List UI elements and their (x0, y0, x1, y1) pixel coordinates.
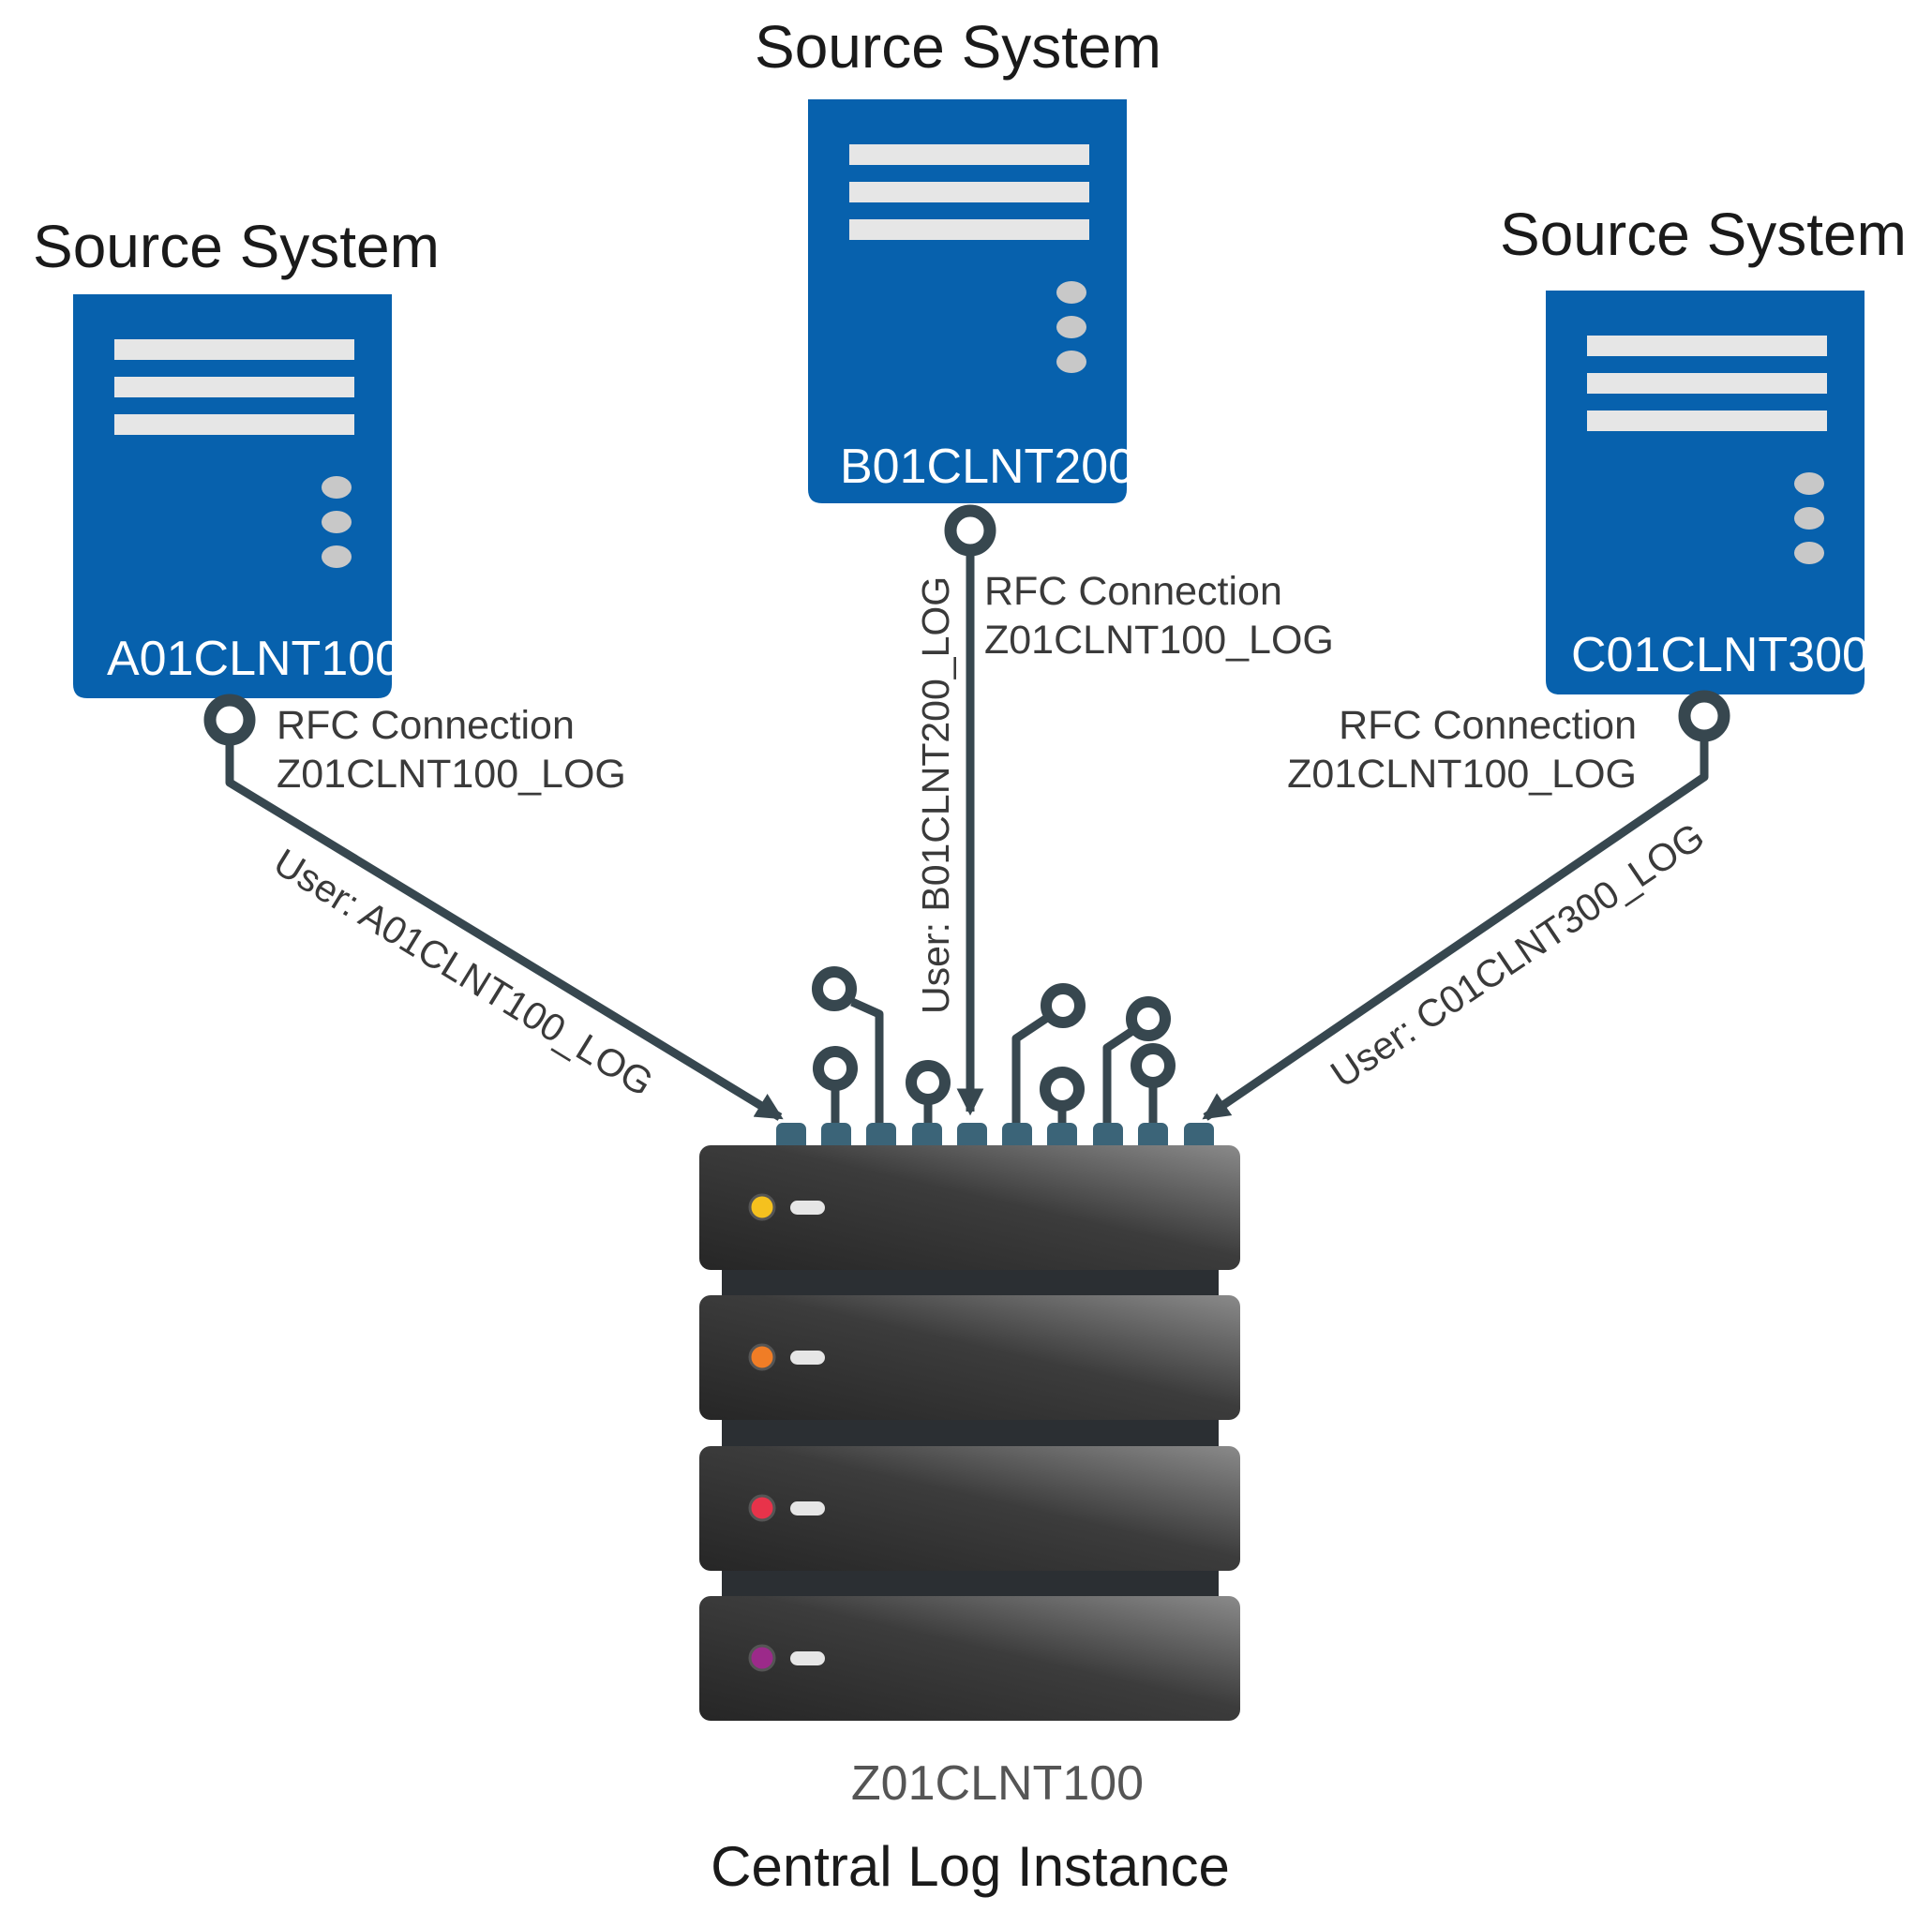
server-slot (114, 377, 354, 397)
rfc-connection-a-label: RFC Connection (277, 703, 575, 748)
source-server-b: B01CLNT200 (808, 99, 1135, 503)
source-server-c: C01CLNT300 (1546, 291, 1869, 694)
server-led (1056, 316, 1086, 338)
server-led (1794, 472, 1824, 495)
source-system-b-title: Source System (755, 13, 1161, 81)
server-led (1794, 507, 1824, 530)
wire-tip-icon (813, 1046, 858, 1091)
rack-led-icon (748, 1193, 776, 1221)
source-system-c-title: Source System (1500, 201, 1907, 268)
rack-indicator (790, 1501, 825, 1515)
source-server-c-label: C01CLNT300 (1571, 628, 1869, 682)
rack-indicator (790, 1201, 825, 1215)
rack-led-icon (748, 1644, 776, 1672)
rack-indicator (790, 1651, 825, 1665)
rack-led-icon (748, 1494, 776, 1522)
wire (1102, 1027, 1135, 1125)
server-led (1056, 281, 1086, 304)
server-slot (1587, 373, 1827, 394)
server-slot (849, 219, 1089, 240)
central-server-client: Z01CLNT100 (851, 1756, 1144, 1811)
rfc-connection-b-label: RFC Connection (984, 569, 1282, 614)
source-server-a-label: A01CLNT100 (107, 632, 402, 686)
server-led (322, 476, 352, 499)
server-slot (849, 182, 1089, 202)
central-log-instance-title: Central Log Instance (711, 1835, 1230, 1898)
connection-c-endpoint (1678, 690, 1730, 742)
server-led (322, 545, 352, 568)
rack-led-icon (748, 1343, 776, 1371)
user-a-label: User: A01CLNT100_LOG (266, 840, 660, 1104)
rack-unit (699, 1446, 1240, 1571)
connection-b (944, 504, 996, 1116)
source-system-a-title: Source System (33, 213, 440, 280)
server-slot (1587, 336, 1827, 356)
central-server (699, 1145, 1240, 1721)
connection-a (203, 694, 784, 1121)
connection-b-endpoint (944, 504, 996, 557)
source-server-b-label: B01CLNT200 (840, 440, 1135, 494)
server-led (1794, 542, 1824, 564)
rack-unit (699, 1295, 1240, 1420)
wire (1011, 1014, 1050, 1125)
rfc-connection-b-name: Z01CLNT100_LOG (984, 618, 1334, 663)
connection-a-endpoint (203, 694, 256, 746)
rack-unit (699, 1596, 1240, 1721)
wire-tip-icon (812, 966, 857, 1011)
rfc-connection-a-name: Z01CLNT100_LOG (277, 752, 626, 797)
wire-tip-icon (1040, 1067, 1085, 1112)
rfc-connection-c-name: Z01CLNT100_LOG (1287, 752, 1637, 797)
connection-c (1202, 690, 1730, 1121)
server-slot (114, 414, 354, 435)
user-c-label: User: C01CLNT300_LOG (1323, 814, 1712, 1097)
wire-tip-icon (1126, 996, 1171, 1041)
server-slot (1587, 411, 1827, 431)
central-server-wires (831, 997, 1158, 1125)
rfc-connection-c-label: RFC Connection (1339, 703, 1637, 748)
server-slot (114, 339, 354, 360)
server-slot (849, 144, 1089, 165)
central-server-wire-tips (812, 966, 1176, 1112)
source-server-a: A01CLNT100 (73, 294, 402, 698)
wire (850, 997, 884, 1125)
server-led (322, 511, 352, 533)
wire-tip-icon (1131, 1043, 1176, 1088)
rack-indicator (790, 1351, 825, 1365)
server-led (1056, 351, 1086, 373)
wire-tip-icon (906, 1060, 951, 1105)
user-b-label: User: B01CLNT200_LOG (914, 576, 957, 1014)
wire-tip-icon (1041, 983, 1086, 1028)
rack-unit (699, 1145, 1240, 1270)
